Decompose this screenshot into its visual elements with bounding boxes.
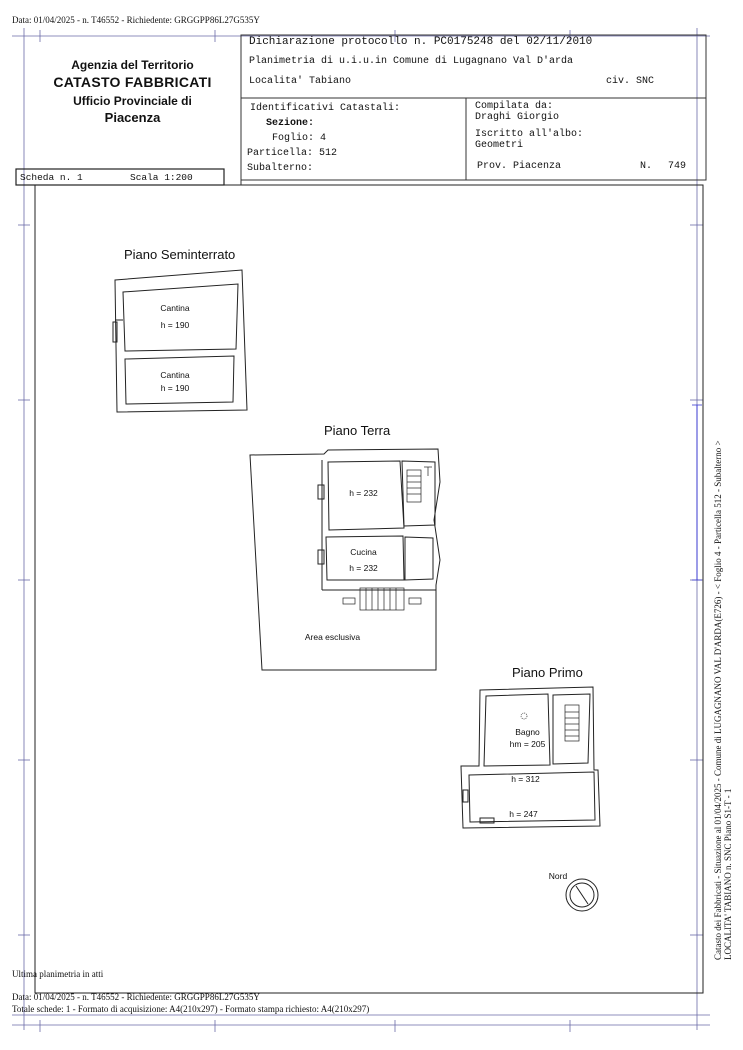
room-cantina-2-height: h = 190: [160, 383, 190, 393]
plan-title-primo: Piano Primo: [512, 665, 583, 680]
subalterno-field: Subalterno:: [247, 163, 314, 174]
iscritto-label: Iscritto all'albo:: [475, 129, 584, 140]
side-caption-line1: Catasto dei Fabbricati - Situazione al 0…: [713, 440, 723, 960]
iscritto-value: Geometri: [475, 140, 524, 151]
office-city: Piacenza: [104, 110, 161, 125]
footer-totale: Totale schede: 1 - Formato di acquisizio…: [12, 1004, 370, 1014]
room-cucina-height: h = 232: [349, 563, 378, 573]
plan-title-seminterrato: Piano Seminterrato: [124, 247, 236, 262]
ultima-planimetria: Ultima planimetria in atti: [12, 969, 104, 979]
footer-data-line: Data: 01/04/2025 - n. T46552 - Richieden…: [12, 992, 260, 1002]
civico: civ. SNC: [606, 76, 655, 87]
side-caption-line2: LOCALITA' TABIANO n. SNC Piano S1-T - 1: [723, 788, 733, 960]
scala-label: Scala 1:200: [130, 172, 193, 183]
provincia-field: Prov. Piacenza: [477, 161, 562, 172]
sezione-field: Sezione:: [266, 118, 315, 129]
room-cantina-1-height: h = 190: [160, 320, 190, 330]
dichiarazione-line: Dichiarazione protocollo n. PC0175248 de…: [249, 36, 593, 48]
side-caption: Catasto dei Fabbricati - Situazione al 0…: [705, 380, 733, 970]
identificativi-title: Identificativi Catastali:: [250, 103, 401, 114]
room-terra-1-height: h = 232: [349, 488, 378, 498]
compilata-label: Compilata da:: [475, 101, 554, 112]
room-cantina-1: Cantina: [160, 303, 190, 313]
planimetria-line: Planimetria di u.i.u.in Comune di Lugagn…: [249, 56, 574, 67]
plan-terra: [249, 448, 441, 671]
agency-name: Agenzia del Territorio: [71, 58, 194, 72]
plan-title-terra: Piano Terra: [324, 423, 391, 438]
north-arrow-icon: [565, 878, 599, 912]
room-cucina: Cucina: [350, 547, 377, 557]
room-primo-1-height: h = 312: [511, 774, 540, 784]
room-cantina-2: Cantina: [160, 370, 190, 380]
office-block: Agenzia del Territorio CATASTO FABBRICAT…: [40, 58, 225, 125]
room-bagno: Bagno: [515, 727, 540, 737]
catasto-title: CATASTO FABBRICATI: [53, 74, 212, 90]
plan-seminterrato: [112, 269, 248, 413]
office-label: Ufficio Provinciale di: [73, 94, 192, 108]
room-primo-2-height: h = 247: [509, 809, 538, 819]
header-data-line: Data: 01/04/2025 - n. T46552 - Richieden…: [12, 15, 260, 25]
particella-field: Particella: 512: [247, 148, 338, 159]
room-bagno-height: hm = 205: [509, 739, 546, 749]
numero-label: N.: [640, 161, 653, 172]
foglio-field: Foglio: 4: [272, 133, 327, 144]
compilata-name: Draghi Giorgio: [475, 112, 560, 123]
area-esclusiva: Area esclusiva: [304, 632, 361, 642]
plan-primo: [460, 686, 601, 829]
numero-value: 749: [668, 161, 687, 172]
scheda-label: Scheda n. 1: [20, 172, 83, 183]
north-label: Nord: [548, 871, 568, 881]
localita-line: Localita' Tabiano: [249, 76, 352, 87]
